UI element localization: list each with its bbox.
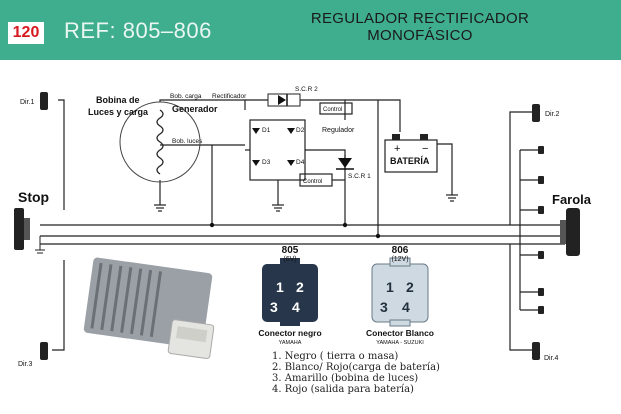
diode-icons [252,94,354,170]
title-line-2: MONOFÁSICO [367,27,473,44]
stop-lamp-icon [14,208,30,250]
label-control-top: Control [323,107,342,113]
stop-ground-icon [35,236,45,254]
dir1-lamp-icon [40,92,48,110]
label-luces-y-carga: Luces y carga [88,107,149,117]
connector-806-brand: YAMAHA - SUZUKI [376,340,424,346]
connector-806-pin-1: 1 [386,279,394,295]
dir4-lamp-icon [532,342,540,360]
label-dir4: Dir.4 [544,355,559,362]
reference-code: REF: 805–806 [64,18,212,43]
connector-805-pin-3: 3 [270,299,278,315]
title-line-1: REGULADOR RECTIFICADOR [310,10,530,27]
wire-dir2 [509,111,532,225]
label-bob-carga: Bob. carga [170,93,202,100]
legend-item-4: 4. Rojo (salida para batería) [272,384,414,395]
connector-806 [371,257,429,327]
connector-805-voltage: (6V) [283,256,296,263]
label-bob-luces: Bob. luces [172,138,203,145]
connector-805-pin-4: 4 [292,299,300,315]
label-stop: Stop [18,189,49,205]
coil-icon [156,109,164,175]
battery-terminal-plus [392,134,400,140]
label-d4: D4 [296,159,305,166]
legend-item-3: 3. Amarillo (bobina de luces) [272,373,418,384]
label-scr1: S.C.R 1 [348,173,371,180]
dir3-lamp-icon [40,342,48,360]
battery-terminal-minus [420,134,428,140]
legend-item-2: 2. Blanco/ Rojo(carga de batería) [272,362,440,373]
wire-dir1 [58,99,65,210]
connector-806-pin-2: 2 [406,279,414,295]
label-dir2: Dir.2 [545,111,560,118]
farola-lamp-icon [560,208,580,256]
wiring-diagram: + − [14,86,592,395]
legend-item-1: 1. Negro ( tierra o masa) [272,351,398,362]
connector-805 [262,258,318,326]
label-bateria: BATERÍA [390,156,430,166]
control-box-top [319,102,353,115]
connector-806-name: Conector Blanco [366,328,434,338]
label-scr2: S.C.R 2 [295,86,318,93]
connector-805-brand: YAMAHA [279,340,302,346]
label-d3: D3 [262,159,271,166]
label-d2: D2 [296,127,305,134]
header-bar: 120 REF: 805–806 REGULADOR RECTIFICADOR … [0,0,621,60]
label-control-bottom: Control [303,179,322,185]
label-generador: Generador [172,104,218,114]
connector-806-code: 806 [392,245,409,256]
label-d1: D1 [262,127,271,134]
page-number: 120 [8,22,44,44]
label-bobina: Bobina de [96,95,140,105]
connector-805-pin-1: 1 [276,279,284,295]
label-farola: Farola [552,192,592,207]
label-regulador: Regulador [322,127,355,134]
svg-text:−: − [422,143,428,155]
label-dir3: Dir.3 [18,361,33,368]
battery-box [384,139,438,173]
dir2-lamp-icon [532,104,540,122]
wire-dir3 [52,260,65,351]
svg-text:+: + [394,143,400,155]
connector-806-voltage: (12V) [391,256,408,263]
connector-805-name: Conector negro [258,328,321,338]
scr2-box [267,93,301,107]
connector-806-pin-3: 3 [380,299,388,315]
connector-806-pin-4: 4 [402,299,410,315]
connector-805-code: 805 [282,245,299,256]
regulator-photo [83,257,215,360]
label-rectificador: Rectificador [212,93,247,100]
panel-bulb-icons [538,146,544,314]
generator-circle [119,101,201,183]
wire-dir4 [509,244,532,351]
wire-bob-carga [159,99,246,110]
label-dir1: Dir.1 [20,99,35,106]
connector-805-pin-2: 2 [296,279,304,295]
page-title: REGULADOR RECTIFICADOR MONOFÁSICO [250,10,590,44]
